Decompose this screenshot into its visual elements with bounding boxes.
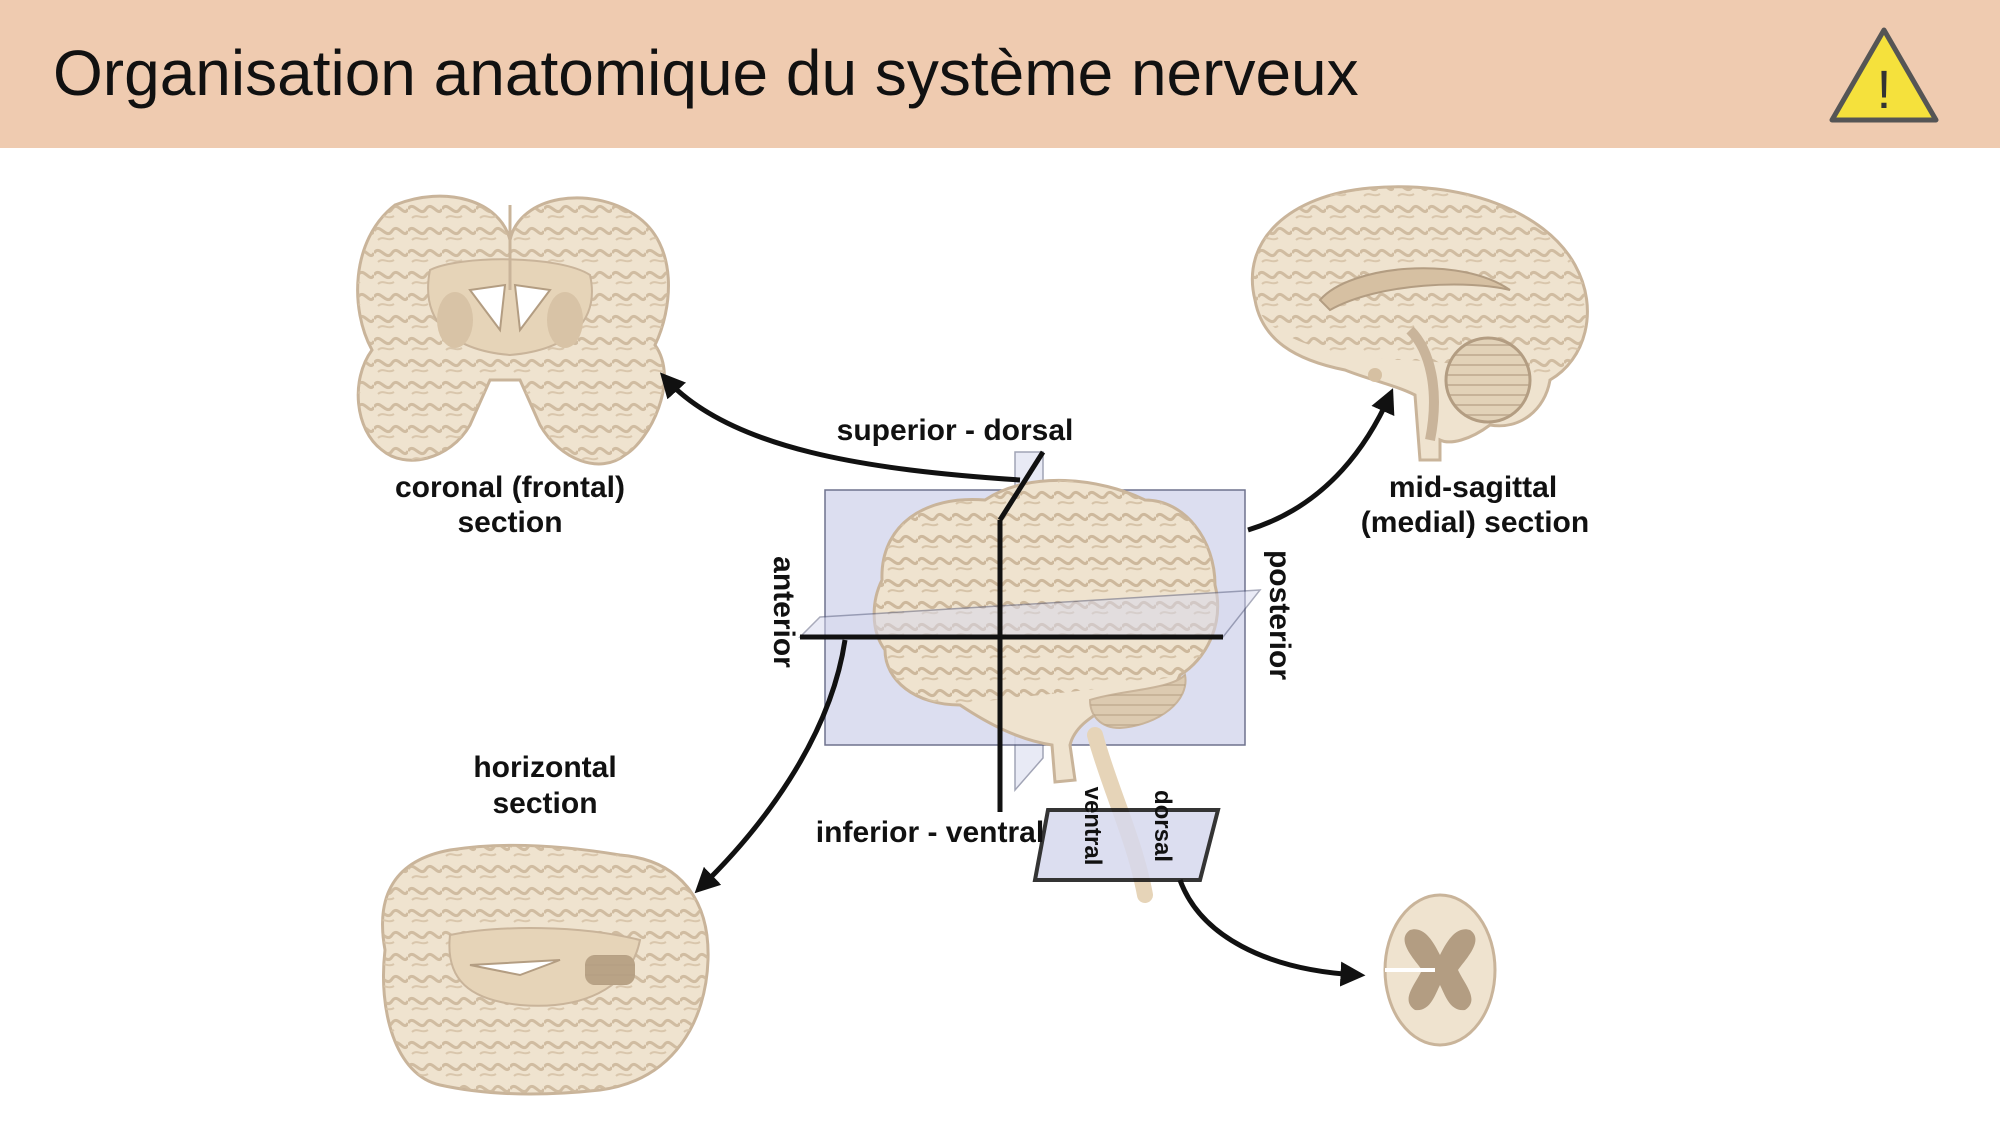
- arrow-to-horizontal: [694, 639, 848, 894]
- spinal-transverse-plane: [1032, 808, 1221, 882]
- brain-sections-diagram: superior - dorsal inferior - ventral ant…: [356, 185, 1589, 1096]
- slide-title: Organisation anatomique du système nerve…: [53, 37, 1359, 109]
- spinal-cord-section-image: [1383, 893, 1497, 1047]
- label-sagittal-line2: (medial) section: [1361, 506, 1589, 539]
- arrow-to-sagittal: [1247, 388, 1395, 533]
- warning-triangle-icon: !: [1829, 27, 1939, 123]
- label-anterior: anterior: [767, 556, 800, 668]
- label-sagittal-line1: mid-sagittal: [1389, 471, 1557, 504]
- label-superior-dorsal: superior - dorsal: [837, 414, 1074, 447]
- label-inferior-ventral: inferior - ventral: [816, 816, 1044, 849]
- coronal-section-image: [356, 194, 670, 466]
- warning-symbol: !: [1876, 60, 1891, 120]
- horizontal-section-image: [381, 843, 710, 1096]
- arrow-to-spinal-cord: [1177, 879, 1366, 987]
- label-posterior: posterior: [1263, 550, 1296, 680]
- mid-sagittal-section-image: [1250, 185, 1589, 462]
- label-spinal-dorsal: dorsal: [1149, 790, 1176, 862]
- label-spinal-ventral: ventral: [1079, 787, 1106, 866]
- label-horizontal-line2: section: [492, 787, 597, 820]
- title-bar: Organisation anatomique du système nerve…: [0, 0, 2000, 148]
- label-coronal-line1: coronal (frontal): [395, 471, 625, 504]
- central-brain-with-planes: [798, 450, 1262, 903]
- label-horizontal-line1: horizontal: [473, 751, 616, 784]
- arrow-to-coronal: [659, 372, 1021, 483]
- label-coronal-line2: section: [457, 506, 562, 539]
